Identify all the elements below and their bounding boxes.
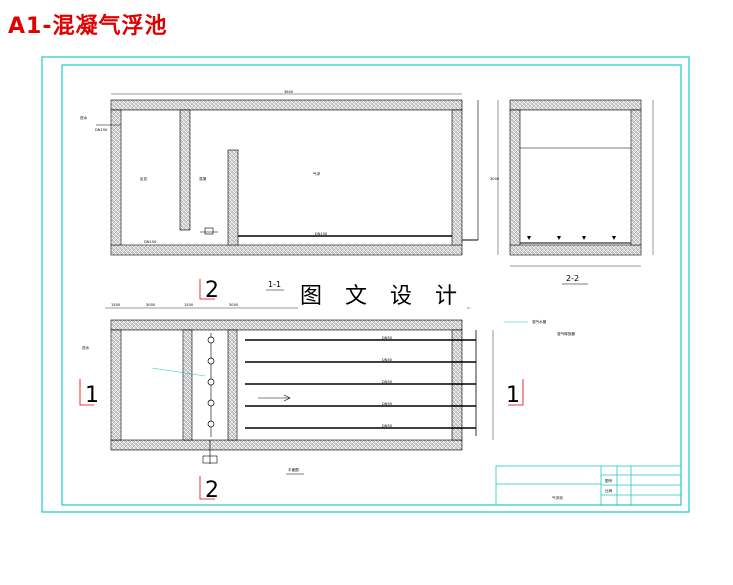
zone-flotation: 气浮: [313, 171, 321, 176]
drawing-title: A1-混凝气浮池: [8, 14, 168, 39]
elevation-dim-left: 3000: [490, 177, 500, 181]
title-block-drawing-name: 气浮池: [552, 495, 563, 500]
plan-label: 平面图: [288, 467, 299, 472]
section-2-2-caption: 2-2: [566, 274, 579, 283]
plan-dim-3: 1500: [184, 303, 194, 307]
zone-reaction: 反应: [140, 176, 148, 181]
plan-dim-2: 3000: [146, 303, 156, 307]
inner-frame: [61, 64, 682, 506]
pipe-label-a: DN150: [315, 232, 328, 236]
section-mark-2-bottom: 2: [205, 478, 219, 503]
release-note: 溶气释放器: [557, 331, 575, 336]
plan-pipe-3: DN50: [382, 380, 393, 384]
plan-dim-1: 1500: [111, 303, 121, 307]
side-note: 溶气水管: [532, 319, 547, 324]
plan-dim-4: 3000: [229, 303, 239, 307]
elevation-view: 3600 3000 进水 DN150 反应 混凝 气浮 DN150 DN150: [80, 90, 500, 256]
plan-pipe-5: DN50: [382, 424, 393, 428]
elevation-dim-top: 3600: [284, 90, 294, 94]
title-block-label-a: 图号: [605, 478, 613, 483]
section-mark-2-top: 2: [205, 278, 219, 303]
title-block: [495, 465, 682, 506]
section-mark-1-left: 1: [85, 383, 99, 408]
plan-view: 1500 3000 1500 3000 1500 DN50 DN50 DN50 …: [82, 303, 575, 475]
section-markers: [79, 279, 524, 500]
zone-mixing: 混凝: [199, 176, 207, 181]
outer-frame: [41, 56, 690, 513]
inlet-level: DN150: [95, 128, 108, 132]
pipe-label-b: DN150: [144, 240, 157, 244]
plan-pipe-4: DN50: [382, 402, 393, 406]
section-2-2-view: 2-2: [497, 99, 654, 285]
plan-pipe-1: DN50: [382, 336, 393, 340]
title-block-label-b: 比例: [605, 488, 613, 493]
inlet-label: 进水: [80, 115, 88, 120]
elevation-label: 1-1: [268, 280, 281, 289]
watermark-text: 图 文 设 计: [298, 278, 467, 310]
plan-pipe-2: DN50: [382, 358, 393, 362]
inlet-label-plan: 进水: [82, 345, 90, 350]
section-mark-1-right: 1: [506, 383, 520, 408]
